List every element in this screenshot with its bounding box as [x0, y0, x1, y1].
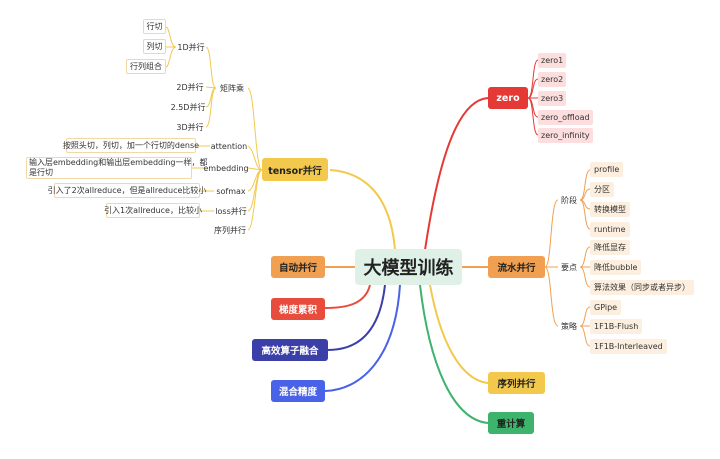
stage-item-4[interactable]: runtime [590, 222, 630, 237]
branch-tensor[interactable]: tensor并行 [262, 158, 328, 181]
embedding-desc: 输入层embedding和输出层embedding一样，都 是行切 [26, 157, 207, 179]
tensor-2-5d[interactable]: 2.5D并行 [170, 102, 206, 112]
embedding-desc-line2: 是行切 [29, 168, 53, 177]
zero-item-4[interactable]: zero_offload [538, 110, 593, 125]
branch-recompute[interactable]: 重计算 [488, 412, 534, 434]
strategy-item-2[interactable]: 1F1B-Flush [590, 319, 643, 334]
branch-mixed-precision[interactable]: 混合精度 [271, 380, 325, 402]
branch-seq-parallel[interactable]: 序列并行 [488, 372, 545, 394]
tensor-2d[interactable]: 2D并行 [176, 82, 204, 92]
zero-item-2[interactable]: zero2 [538, 72, 567, 87]
embedding-desc-line1: 输入层embedding和输出层embedding一样，都 [29, 158, 208, 167]
strategy-item-3[interactable]: 1F1B-Interleaved [590, 339, 667, 354]
tensor-3d[interactable]: 3D并行 [176, 122, 204, 132]
stage-item-1[interactable]: profile [590, 162, 624, 177]
strategy-item-1[interactable]: GPipe [590, 300, 622, 315]
branch-kernel-fusion[interactable]: 高效算子融合 [252, 339, 328, 361]
tensor-softmax[interactable]: sofmax [216, 186, 246, 196]
tensor-attention[interactable]: attention [210, 141, 248, 151]
points-item-1[interactable]: 降低显存 [590, 240, 630, 255]
softmax-desc: 引入了2次allreduce，但是allreduce比较小 [48, 183, 206, 198]
tensor-seq[interactable]: 序列并行 [214, 225, 246, 235]
stage-item-2[interactable]: 分区 [590, 182, 614, 197]
zero-item-3[interactable]: zero3 [538, 91, 567, 106]
loss-desc: 引入1次allreduce，比较小 [104, 203, 202, 218]
branch-pipeline[interactable]: 流水并行 [488, 256, 545, 278]
tensor-col[interactable]: 列切 [143, 39, 166, 54]
tensor-matrix[interactable]: 矩阵乘 [220, 83, 244, 93]
branch-grad-accum[interactable]: 梯度累积 [271, 298, 325, 320]
tensor-embedding[interactable]: embedding [203, 163, 249, 173]
tensor-row[interactable]: 行切 [143, 19, 166, 34]
points-item-3[interactable]: 算法效果（同步或者异步） [590, 280, 694, 295]
pipeline-stage[interactable]: 阶段 [561, 195, 577, 205]
attention-desc: 按照头切，列切，加一个行切的dense [63, 138, 199, 153]
zero-item-1[interactable]: zero1 [538, 53, 567, 68]
tensor-rowcol[interactable]: 行列组合 [126, 59, 166, 74]
pipeline-points[interactable]: 要点 [561, 262, 577, 272]
pipeline-strategy[interactable]: 策略 [561, 321, 577, 331]
branch-auto-parallel[interactable]: 自动并行 [271, 256, 325, 278]
tensor-loss[interactable]: loss并行 [215, 206, 247, 216]
tensor-1d[interactable]: 1D并行 [177, 42, 205, 52]
branch-zero[interactable]: zero [488, 87, 528, 109]
zero-item-5[interactable]: zero_infinity [538, 128, 593, 143]
root-topic[interactable]: 大模型训练 [355, 249, 462, 285]
stage-item-3[interactable]: 转换模型 [590, 202, 630, 217]
points-item-2[interactable]: 降低bubble [590, 260, 642, 275]
